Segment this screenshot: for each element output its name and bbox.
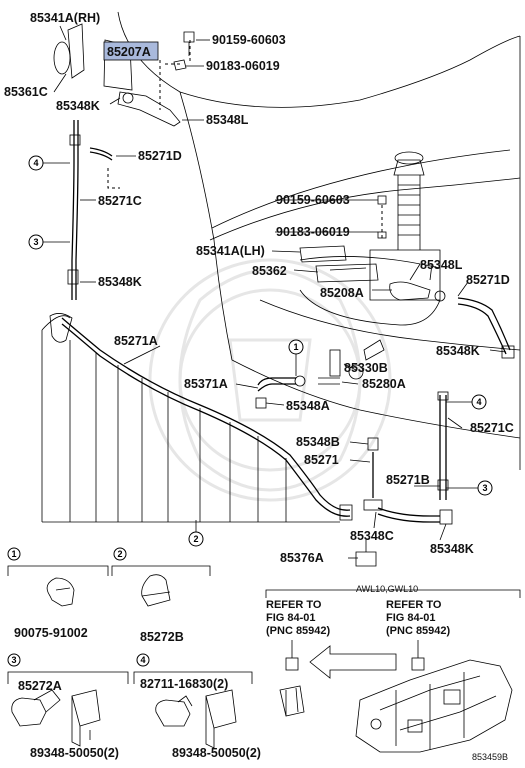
label-85271d-left: 85271D: [138, 149, 182, 163]
inset-3-number: 3: [11, 655, 16, 665]
grill-hatching: [41, 315, 340, 523]
label-85271a: 85271A: [114, 334, 158, 348]
label-85271b: 85271B: [386, 473, 430, 487]
label-90183-mid: 90183-06019: [276, 225, 350, 239]
label-85271d-right: 85271D: [466, 273, 510, 287]
refer-right-3: (PNC 85942): [386, 625, 451, 637]
check-valve-85376a: [355, 540, 377, 567]
label-85271: 85271: [304, 453, 339, 467]
refer-right-2: FIG 84-01: [386, 612, 436, 624]
callout-2: 2: [193, 534, 198, 544]
label-85376a: 85376A: [280, 551, 324, 565]
label-85348k-right: 85348K: [436, 344, 480, 358]
label-85348c: 85348C: [350, 529, 394, 543]
refer-right-1: REFER TO: [386, 599, 442, 611]
washer-tank-filler: [369, 151, 441, 301]
refer-left-3: (PNC 85942): [266, 625, 331, 637]
refer-left-2: FIG 84-01: [266, 612, 316, 624]
model-code: AWL10,GWL10: [356, 584, 418, 594]
insets: 1 90075-91002 2 85272B 3 85272A 89348-50…: [7, 547, 521, 762]
hood-outline: [117, 11, 521, 470]
inset-2-number: 2: [117, 549, 122, 559]
callout-3-left: 3: [33, 237, 38, 247]
callout-1: 1: [293, 342, 298, 352]
label-85330b: 85330B: [344, 361, 388, 375]
top-screws: [173, 31, 195, 71]
label-85271c-left: 85271C: [98, 194, 142, 208]
label-85271c-right: 85271C: [470, 421, 514, 435]
leader-lines: [53, 25, 507, 559]
label-85341a-lh: 85341A(LH): [196, 244, 265, 258]
label-90183-top: 90183-06019: [206, 59, 280, 73]
label-85348k-bottom: 85348K: [430, 542, 474, 556]
label-85272a: 85272A: [18, 679, 62, 693]
label-90159-mid: 90159-60603: [276, 193, 350, 207]
label-85348b: 85348B: [296, 435, 340, 449]
label-85348l-top: 85348L: [206, 113, 249, 127]
label-85348a: 85348A: [286, 399, 330, 413]
hoses-left: [67, 120, 120, 300]
part-labels: 85341A(RH) 85207A 90159-60603 90183-0601…: [4, 11, 514, 565]
callout-3-right: 3: [482, 483, 487, 493]
inset-1-number: 1: [11, 549, 16, 559]
label-85207a: 85207A: [107, 45, 151, 59]
label-90075: 90075-91002: [14, 626, 88, 640]
label-85280a: 85280A: [362, 377, 406, 391]
highlight-box: [103, 41, 159, 61]
diagram-id: 853459B: [472, 752, 508, 762]
refer-left-1: REFER TO: [266, 599, 322, 611]
label-82711: 82711-16830(2): [140, 677, 228, 691]
label-85341a-rh: 85341A(RH): [30, 11, 100, 25]
hose-85271a: [49, 313, 353, 521]
callout-4-right: 4: [476, 397, 481, 407]
hose-right: [437, 297, 515, 500]
callout-4-left: 4: [33, 158, 38, 168]
label-85348k-top: 85348K: [56, 99, 100, 113]
label-90159-top: 90159-60603: [212, 33, 286, 47]
callout-circles: 4 3 1 2 4 3: [28, 155, 493, 547]
label-89348-right: 89348-50050(2): [172, 746, 261, 760]
nozzle-assembly-lh: [299, 195, 446, 302]
label-85208a: 85208A: [320, 286, 364, 300]
label-85348k-mid: 85348K: [98, 275, 142, 289]
label-85361c: 85361C: [4, 85, 48, 99]
label-85348l-right: 85348L: [420, 258, 463, 272]
label-89348-left: 89348-50050(2): [30, 746, 119, 760]
inset-4-number: 4: [140, 655, 145, 665]
watermark: [148, 258, 392, 502]
label-85362: 85362: [252, 264, 287, 278]
label-85371a: 85371A: [184, 377, 228, 391]
label-85272b: 85272B: [140, 630, 184, 644]
